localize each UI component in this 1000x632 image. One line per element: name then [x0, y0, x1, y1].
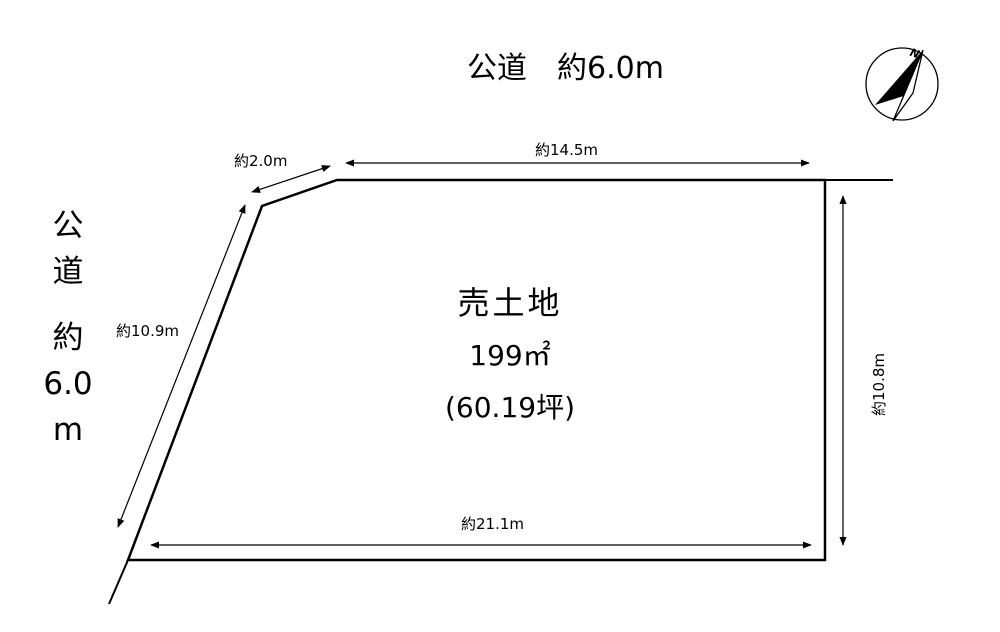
road-left-label: 公 道 約 6.0 m	[38, 203, 98, 453]
road-left-char: m	[52, 412, 84, 448]
lot-title: 売土地	[457, 284, 563, 322]
dimension-arrow-top-short	[251, 165, 331, 193]
road-edge-left	[108, 559, 129, 605]
road-left-char: 6.0	[43, 366, 93, 402]
dimension-top-long: 約14.5m	[535, 141, 599, 159]
lot-area-tsubo: (60.19坪)	[444, 391, 575, 424]
road-left-char: 約	[52, 320, 84, 356]
dimension-right: 約10.8m	[870, 352, 889, 417]
dimension-arrow-left	[117, 204, 246, 528]
road-top-label: 公道 約6.0m	[467, 51, 664, 86]
dimension-bottom: 約21.1m	[461, 515, 525, 533]
road-left-char: 公	[52, 208, 84, 244]
lot-boundary	[126, 178, 827, 562]
road-left-char: 道	[52, 254, 84, 290]
dimension-top-short: 約2.0m	[234, 152, 288, 170]
dimension-left: 約10.9m	[116, 322, 180, 340]
lot-area: 199㎡	[469, 339, 551, 372]
north-arrow-icon	[865, 47, 939, 122]
